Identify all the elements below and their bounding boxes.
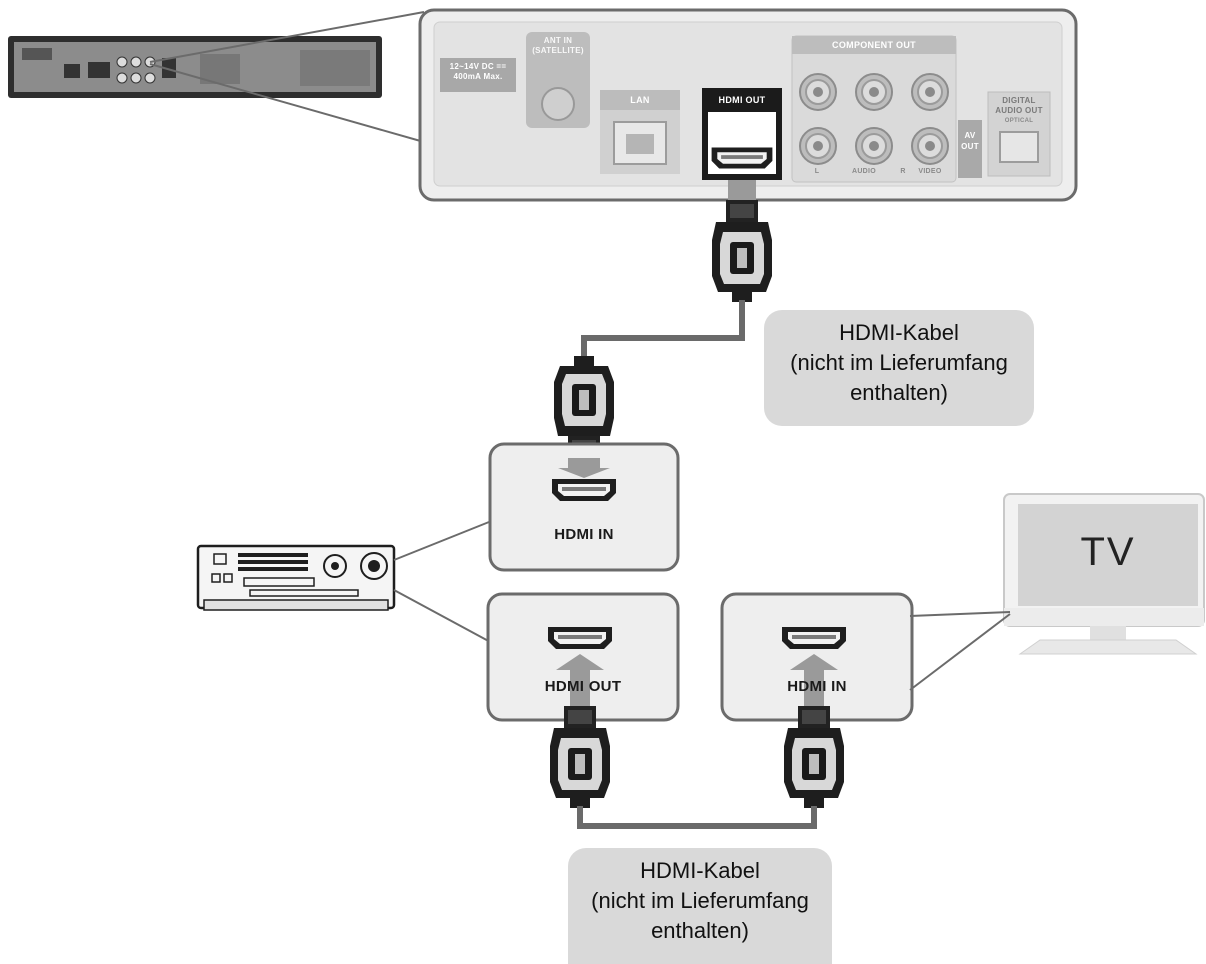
tv-icon — [1003, 493, 1205, 655]
hdmi-arrow-receiver-in — [568, 458, 600, 468]
player-hdmi-out-label: HDMI OUT — [718, 95, 766, 105]
audio-l-label: L — [814, 168, 820, 175]
tv-callout-lines — [909, 611, 1011, 691]
cable-note-top-line3: enthalten) — [850, 380, 948, 405]
ant-in-label: ANT IN (SATELLITE) — [532, 36, 584, 55]
hdmi-arrow-receiver-out — [556, 654, 604, 670]
player-callout-lines — [149, 11, 425, 143]
hdmi-plug-icon — [712, 200, 772, 302]
player-rear-panel — [418, 8, 1078, 202]
power-label: 12~14V DC == 400mA Max. — [449, 62, 507, 81]
digital-audio-out-label: DIGITAL AUDIO OUT — [995, 96, 1043, 115]
cable-note-top: HDMI-Kabel (nicht im Lieferumfang enthal… — [764, 310, 1034, 426]
optical-port — [999, 131, 1039, 163]
receiver-hdmi-out-label: HDMI OUT — [544, 678, 622, 695]
tv-label: TV — [1080, 530, 1136, 574]
hdmi-cable-top — [581, 300, 745, 366]
audio-label: AUDIO — [851, 168, 877, 175]
av-receiver-icon — [196, 544, 396, 611]
ant-in-connector — [541, 87, 575, 121]
cable-note-top-line1: HDMI-Kabel — [839, 320, 959, 345]
hdmi-arrow-player — [728, 180, 756, 202]
av-out-label: AV OUT — [961, 131, 979, 151]
receiver-hdmi-in-panel — [488, 442, 680, 572]
hdmi-port-tv-in — [782, 627, 846, 649]
power-input-area — [440, 58, 516, 92]
video-label: VIDEO — [918, 168, 942, 175]
receiver-hdmi-in-label: HDMI IN — [554, 526, 614, 543]
hdmi-port-receiver-in — [552, 479, 616, 501]
cable-note-bottom: HDMI-Kabel (nicht im Lieferumfang enthal… — [568, 848, 832, 964]
hdmi-arrow-receiver-in-head — [558, 468, 610, 478]
cable-note-bottom-line3: enthalten) — [651, 918, 749, 943]
player-device-icon — [8, 36, 382, 98]
receiver-callout-lines — [393, 519, 495, 645]
cable-note-top-line2: (nicht im Lieferumfang — [790, 350, 1008, 375]
cable-note-bottom-line2: (nicht im Lieferumfang — [591, 888, 809, 913]
hdmi-arrow-tv-in — [790, 654, 838, 670]
hdmi-port-receiver-out — [548, 627, 612, 649]
hdmi-cable-bottom — [577, 806, 817, 829]
component-out-label: COMPONENT OUT — [832, 40, 916, 50]
audio-r-label: R — [900, 168, 906, 175]
tv-hdmi-in-label: HDMI IN — [787, 678, 847, 695]
lan-label: LAN — [630, 95, 650, 105]
optical-label: OPTICAL — [1004, 118, 1034, 124]
cable-note-bottom-line1: HDMI-Kabel — [640, 858, 760, 883]
